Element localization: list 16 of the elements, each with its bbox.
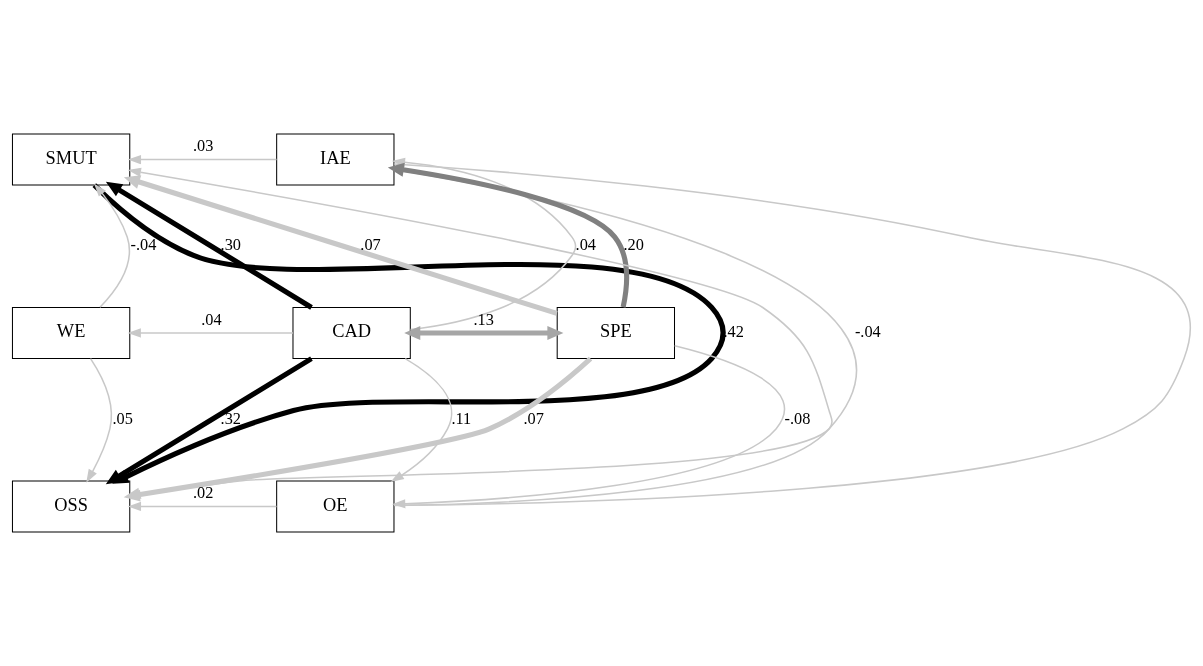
edge-label: .32 <box>220 408 241 428</box>
edge-label: -.04 <box>854 321 881 341</box>
edge-label: .02 <box>193 483 214 503</box>
edge-label: .13 <box>473 309 494 329</box>
edge-label: .30 <box>220 235 241 255</box>
edge-label: .07 <box>523 408 544 428</box>
edge-label: .42 <box>723 321 744 341</box>
edge-label: .05 <box>112 408 133 428</box>
edge-label: .04 <box>201 309 222 329</box>
edge-label: .04 <box>575 235 596 255</box>
edge-label: -.08 <box>784 408 811 428</box>
edge-label: .03 <box>193 136 214 156</box>
edge-label: .07 <box>360 235 381 255</box>
edge-label: .20 <box>623 235 644 255</box>
edge-label: -.04 <box>130 235 157 255</box>
edge-label: .11 <box>451 408 472 428</box>
